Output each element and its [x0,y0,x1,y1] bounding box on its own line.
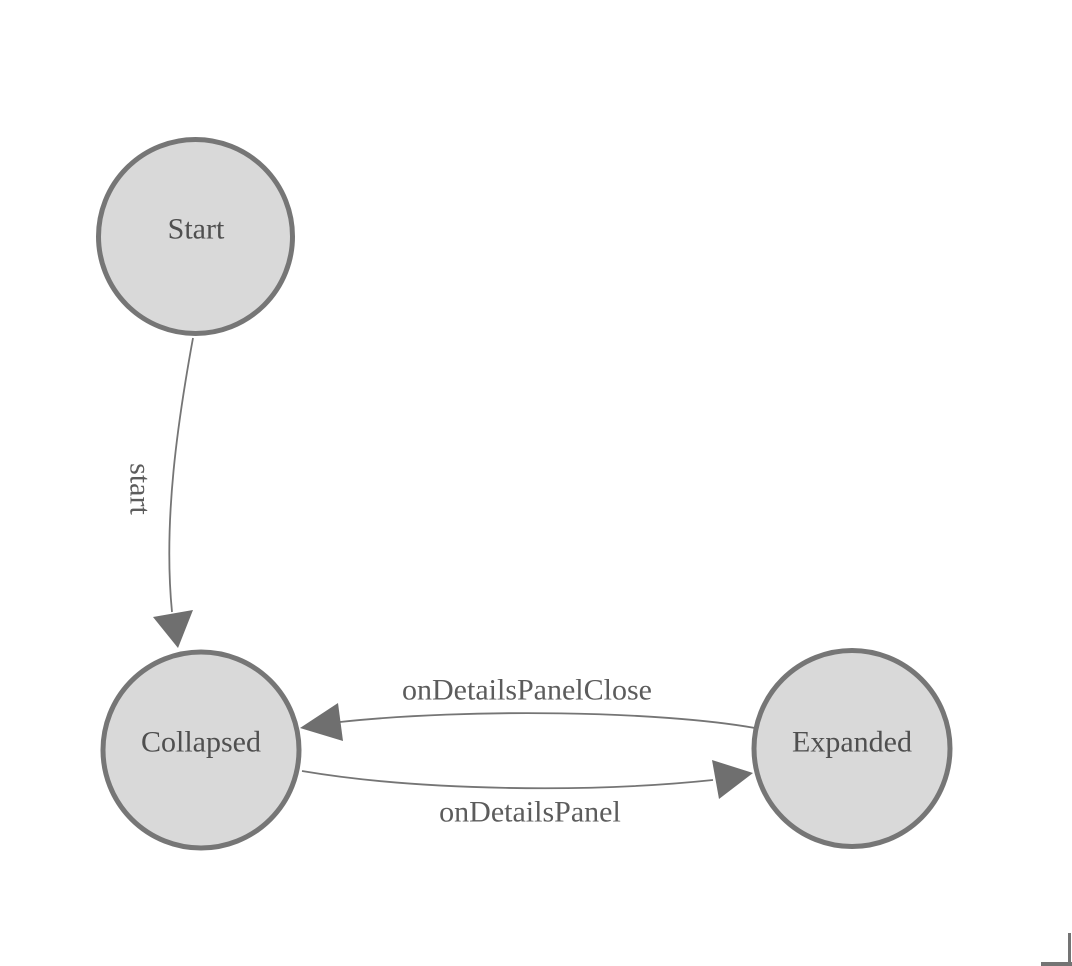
edge-label-on-details-panel-close: onDetailsPanelClose [402,674,652,707]
edge-label-on-details-panel: onDetailsPanel [439,796,621,829]
edge-arrowhead-icon [153,610,193,648]
state-node-expanded[interactable]: Expanded [751,648,953,849]
edge-start-to-collapsed: start [124,337,194,648]
state-node-start[interactable]: Start [96,137,295,336]
edge-label-start: start [124,463,157,515]
state-node-label: Collapsed [141,726,261,759]
edge-arrowhead-icon [300,703,343,741]
edge-expanded-to-collapsed: onDetailsPanelClose [300,674,756,741]
corner-mark-horizontal [1041,962,1072,966]
state-node-label: Expanded [792,726,912,759]
edge-line [168,337,194,613]
corner-mark-vertical [1068,933,1071,966]
resize-corner-icon [1041,933,1072,966]
edge-arrowhead-icon [712,760,753,799]
edge-line [339,712,756,729]
state-circle [751,648,953,849]
state-node-collapsed[interactable]: Collapsed [100,649,302,851]
edge-collapsed-to-expanded: onDetailsPanel [301,760,753,829]
state-node-label: Start [168,213,225,246]
state-circle [96,137,295,336]
state-circle [100,649,302,851]
edge-line [301,770,714,790]
